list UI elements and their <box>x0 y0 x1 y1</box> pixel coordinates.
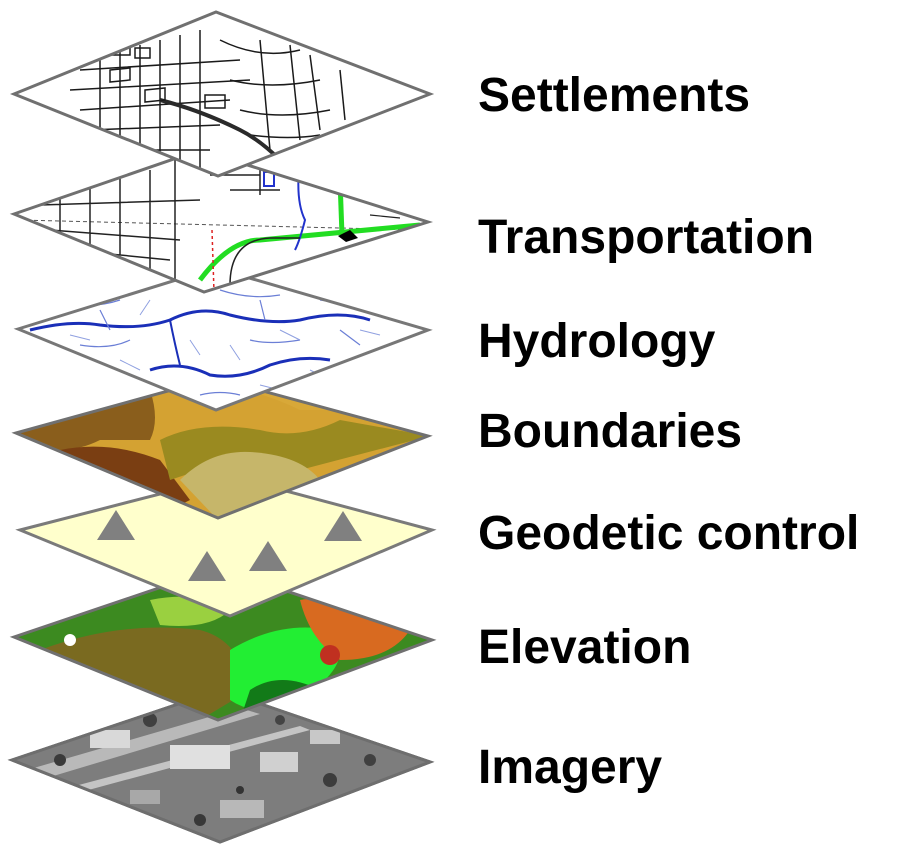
layer-label-geodetic-control: Geodetic control <box>478 507 860 560</box>
airport-icon <box>338 230 358 242</box>
layer-label-elevation: Elevation <box>478 621 692 674</box>
layer-label-hydrology: Hydrology <box>478 315 716 368</box>
layer-label-boundaries: Boundaries <box>478 405 743 458</box>
geodetic-control-layer <box>15 474 437 618</box>
control-point-triangle-icon <box>324 511 362 541</box>
layer-label-imagery: Imagery <box>478 741 663 794</box>
hydrology-layer <box>13 266 433 412</box>
control-point-triangle-icon <box>249 541 287 571</box>
layer-label-transportation: Transportation <box>478 211 815 264</box>
control-point-triangle-icon <box>188 551 226 581</box>
layer-label-settlements: Settlements <box>478 69 751 122</box>
control-point-triangle-icon <box>97 510 135 540</box>
settlements-layer <box>9 10 435 178</box>
transportation-layer <box>9 148 434 294</box>
